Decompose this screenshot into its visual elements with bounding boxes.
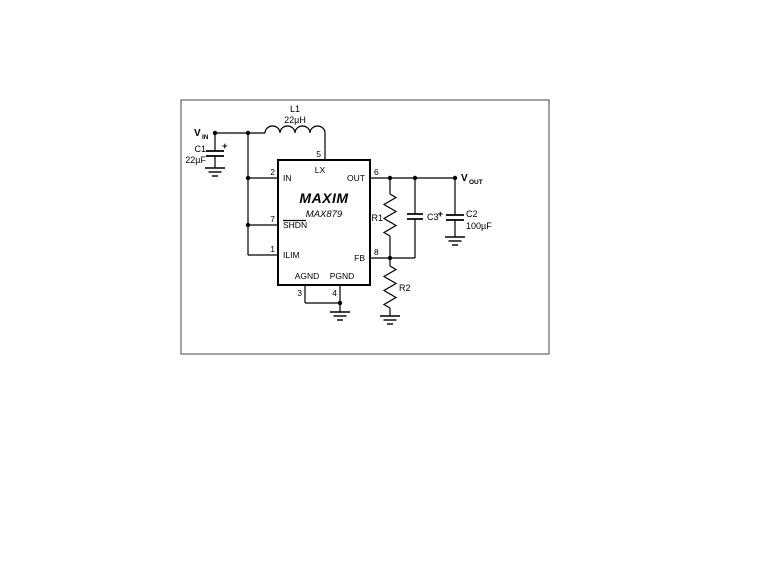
pin-name-pgnd: PGND <box>330 271 355 281</box>
schematic-frame <box>180 99 550 355</box>
pin-name-agnd: AGND <box>295 271 320 281</box>
pin-name-lx: LX <box>315 165 326 175</box>
resistor-ref: R1 <box>371 213 383 223</box>
vin-terminal: V IN <box>194 128 209 141</box>
ground-symbol <box>380 315 400 325</box>
pin-number-agnd: 3 <box>297 288 302 298</box>
junction-dot <box>245 175 251 181</box>
pin-number-in: 2 <box>270 167 275 177</box>
capacitor-value: 100µF <box>466 221 492 231</box>
capacitor-value: 22µF <box>185 155 206 165</box>
resistor-ref: R2 <box>399 283 411 293</box>
vout-label: V <box>461 173 468 184</box>
ground-symbol <box>445 236 465 246</box>
polarity-plus: + <box>222 141 228 152</box>
pin-number-ilim: 1 <box>270 244 275 254</box>
inductor-value: 22µH <box>284 115 306 125</box>
junction-dot <box>245 222 251 228</box>
capacitor-ref: C2 <box>466 209 478 219</box>
pin-number-shdn: 7 <box>270 214 275 224</box>
pin-name-in: IN <box>283 173 292 183</box>
vin-label-sub: IN <box>202 134 209 141</box>
ic-part-number: MAX879 <box>306 209 343 220</box>
vin-label: V <box>194 128 201 139</box>
resistor-r2: R2 <box>380 265 411 325</box>
junction-dot <box>212 130 218 136</box>
inductor-ref: L1 <box>290 104 300 114</box>
junction-dot <box>412 175 418 181</box>
ground-symbol <box>330 311 350 321</box>
capacitor-c3: C3 <box>407 212 439 222</box>
inductor-symbol <box>264 125 326 134</box>
resistor-symbol <box>382 193 398 237</box>
inductor-l1: L1 22µH <box>264 104 326 134</box>
ground-symbol <box>205 167 225 177</box>
capacitor-ref: C3 <box>427 212 439 222</box>
wires <box>214 132 456 316</box>
pin-name-shdn: SHDN <box>283 220 307 230</box>
junction-dot <box>245 130 251 136</box>
ic-body <box>277 159 371 286</box>
capacitor-c1: + C1 22µF <box>185 141 228 177</box>
capacitor-c2: + C2 100µF <box>437 209 492 246</box>
junction-dots <box>212 130 458 306</box>
vout-terminal: V OUT <box>461 173 483 186</box>
pin-number-lx: 5 <box>316 149 321 159</box>
ic-brand-logo: MAXIM <box>299 190 348 206</box>
junction-dot <box>452 175 458 181</box>
pin-name-fb: FB <box>354 253 365 263</box>
resistor-symbol <box>382 265 398 309</box>
junction-dot <box>387 255 393 261</box>
polarity-plus: + <box>437 209 443 220</box>
pin-number-fb: 8 <box>374 247 379 257</box>
pin-name-out: OUT <box>347 173 365 183</box>
junction-dot <box>387 175 393 181</box>
ic-max879: MAXIM MAX879 IN SHDN ILIM LX OUT FB AGND… <box>270 149 379 298</box>
pin-number-pgnd: 4 <box>332 288 337 298</box>
vout-label-sub: OUT <box>469 179 483 186</box>
capacitor-ref: C1 <box>194 144 206 154</box>
pin-name-ilim: ILIM <box>283 250 300 260</box>
junction-dot <box>337 300 343 306</box>
resistor-r1: R1 <box>371 193 398 237</box>
pin-number-out: 6 <box>374 167 379 177</box>
